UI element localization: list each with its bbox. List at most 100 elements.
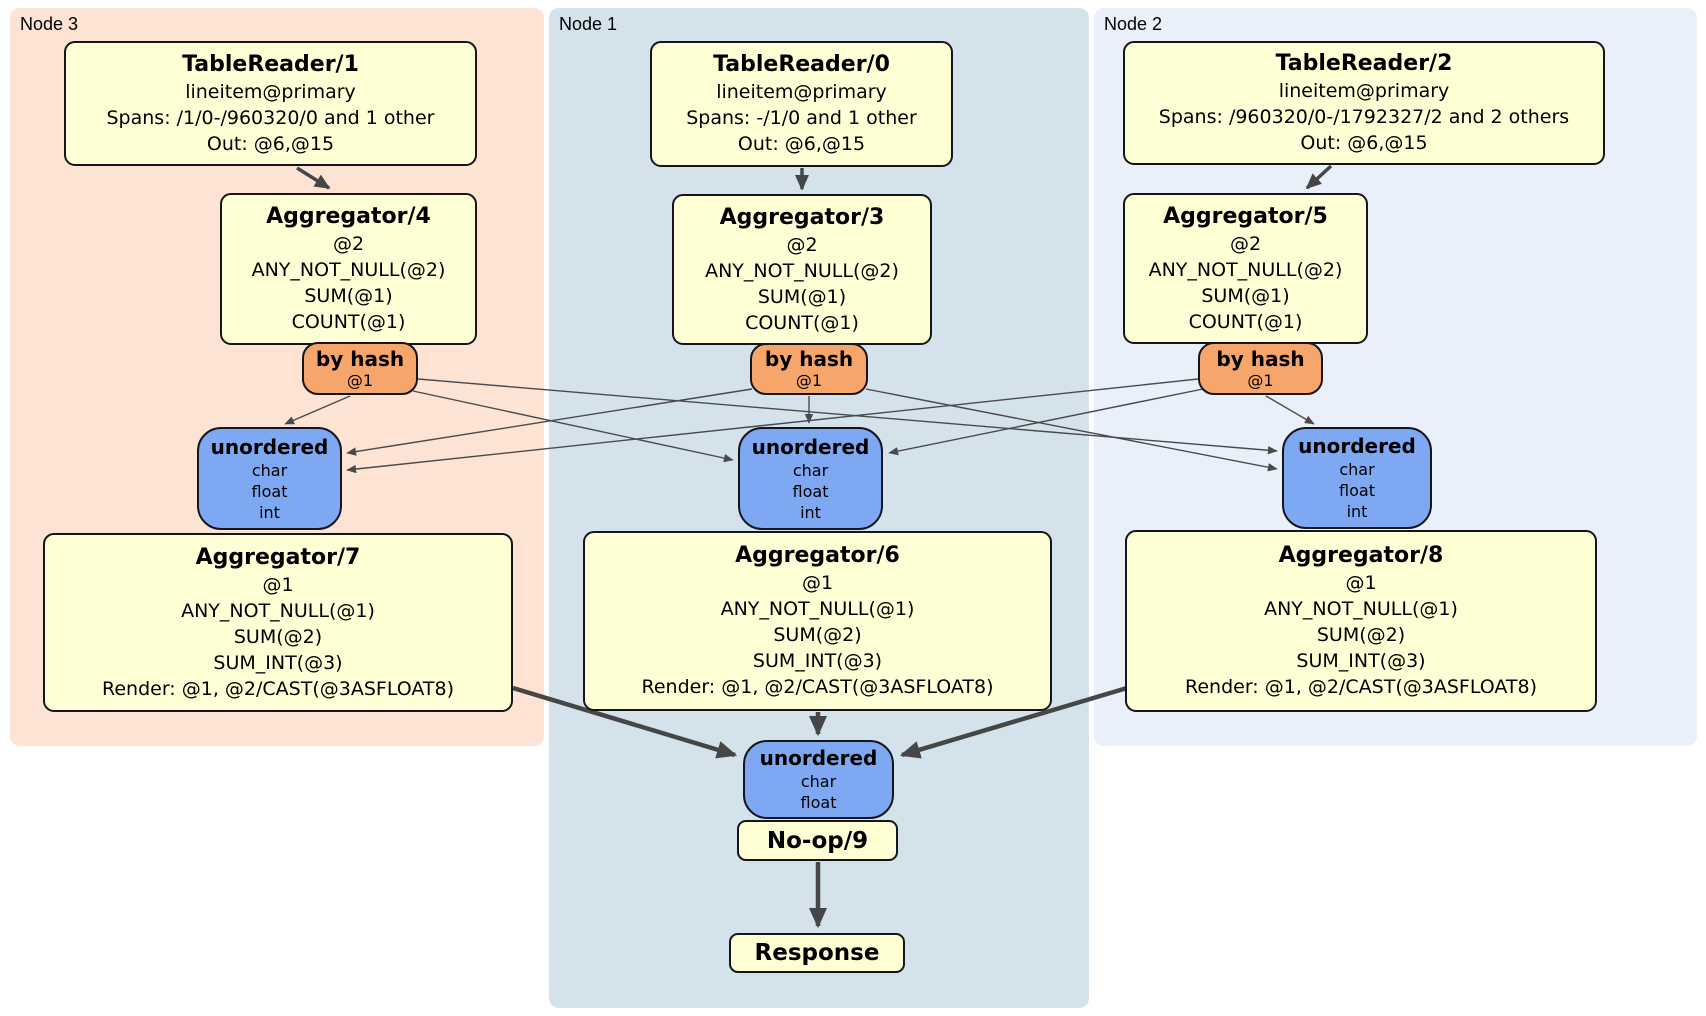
processor-detail: @2 bbox=[1229, 232, 1262, 255]
edge-byhash3-unordered1 bbox=[412, 390, 734, 463]
processor-title: Aggregator/8 bbox=[1278, 543, 1444, 568]
processor-detail: SUM(@2) bbox=[773, 624, 862, 646]
sync-detail: int bbox=[800, 502, 821, 522]
processor-detail: @1 bbox=[801, 572, 834, 594]
processor-noop-9: No-op/9 bbox=[737, 820, 898, 861]
processor-aggregator-8: Aggregator/8 @1 ANY_NOT_NULL(@1) SUM(@2)… bbox=[1125, 530, 1597, 712]
processor-title: TableReader/0 bbox=[713, 52, 890, 77]
processor-aggregator-6: Aggregator/6 @1 ANY_NOT_NULL(@1) SUM(@2)… bbox=[583, 531, 1052, 711]
processor-tablereader-1: TableReader/1 lineitem@primary Spans: /1… bbox=[64, 41, 477, 166]
sync-unordered-final: unordered char float bbox=[743, 740, 894, 819]
router-title: by hash bbox=[1216, 346, 1305, 371]
edge-tr2-agg5 bbox=[1305, 164, 1333, 190]
processor-title: TableReader/1 bbox=[182, 51, 359, 77]
edge-byhash3-unordered3 bbox=[284, 395, 351, 425]
router-title: by hash bbox=[764, 347, 854, 371]
processor-detail: ANY_NOT_NULL(@1) bbox=[1264, 598, 1458, 620]
processor-detail: @1 bbox=[262, 573, 294, 596]
edge-agg8-final-sync bbox=[899, 685, 1128, 759]
processor-title: Aggregator/5 bbox=[1163, 203, 1328, 229]
processor-detail: Render: @1, @2/CAST(@3ASFLOAT8) bbox=[1185, 676, 1537, 698]
edge-byhash1-unordered3 bbox=[346, 388, 753, 456]
router-detail: @1 bbox=[795, 371, 823, 390]
router-by-hash-node1: by hash @1 bbox=[750, 343, 868, 395]
sync-unordered-node2: unordered char float int bbox=[1282, 427, 1432, 529]
processor-detail: lineitem@primary bbox=[1278, 80, 1450, 102]
sync-detail: float bbox=[1339, 481, 1375, 500]
processor-detail: SUM(@2) bbox=[1316, 624, 1406, 646]
sync-title: unordered bbox=[210, 434, 329, 459]
processor-detail: SUM_INT(@3) bbox=[752, 650, 883, 672]
node-region-label: Node 1 bbox=[559, 14, 618, 34]
processor-title: Aggregator/7 bbox=[195, 544, 361, 570]
sync-detail: char bbox=[1339, 460, 1375, 479]
router-title: by hash bbox=[315, 346, 405, 371]
processor-detail: COUNT(@1) bbox=[291, 311, 406, 333]
processor-detail: lineitem@primary bbox=[185, 80, 356, 103]
sync-title: unordered bbox=[1298, 434, 1416, 458]
processor-title: Aggregator/3 bbox=[719, 204, 885, 230]
sync-detail: float bbox=[800, 793, 837, 812]
edge-byhash2-unordered1 bbox=[888, 388, 1204, 456]
processor-detail: ANY_NOT_NULL(@1) bbox=[181, 599, 375, 622]
sync-detail: float bbox=[251, 481, 288, 501]
sync-unordered-node1: unordered char float int bbox=[738, 427, 883, 530]
processor-aggregator-5: Aggregator/5 @2 ANY_NOT_NULL(@2) SUM(@1)… bbox=[1123, 193, 1368, 344]
router-detail: @1 bbox=[1247, 370, 1274, 390]
processor-detail: COUNT(@1) bbox=[1188, 310, 1303, 333]
sync-unordered-node3: unordered char float int bbox=[197, 427, 342, 530]
sync-detail: float bbox=[792, 481, 829, 501]
processor-detail: SUM(@1) bbox=[1201, 284, 1290, 307]
processor-detail: @2 bbox=[786, 233, 818, 256]
processor-detail: SUM_INT(@3) bbox=[213, 651, 343, 674]
node-region-label: Node 3 bbox=[20, 14, 79, 34]
processor-detail: COUNT(@1) bbox=[745, 311, 859, 334]
processor-detail: Spans: /960320/0-/1792327/2 and 2 others bbox=[1158, 106, 1570, 128]
processor-detail: ANY_NOT_NULL(@2) bbox=[705, 259, 899, 282]
processor-aggregator-7: Aggregator/7 @1 ANY_NOT_NULL(@1) SUM(@2)… bbox=[43, 533, 513, 712]
edge-tr1-agg4 bbox=[296, 166, 331, 190]
router-by-hash-node3: by hash @1 bbox=[302, 342, 418, 395]
processor-detail: Spans: -/1/0 and 1 other bbox=[686, 107, 917, 129]
sync-title: unordered bbox=[759, 746, 878, 770]
edge-agg7-final-sync bbox=[512, 685, 738, 759]
processor-detail: @2 bbox=[332, 233, 365, 255]
sync-detail: int bbox=[1346, 502, 1368, 521]
sync-detail: char bbox=[792, 460, 829, 480]
processor-detail: Out: @6,@15 bbox=[737, 133, 866, 155]
sync-detail: char bbox=[251, 460, 288, 480]
edge-byhash3-unordered2 bbox=[417, 378, 1278, 455]
sync-detail: char bbox=[800, 772, 837, 791]
processor-detail: Out: @6,@15 bbox=[1300, 132, 1428, 154]
processor-detail: Render: @1, @2/CAST(@3ASFLOAT8) bbox=[102, 677, 454, 700]
router-detail: @1 bbox=[346, 370, 374, 390]
processor-title: Aggregator/6 bbox=[735, 543, 900, 568]
processor-detail: ANY_NOT_NULL(@2) bbox=[251, 259, 446, 281]
processor-title: No-op/9 bbox=[766, 827, 869, 854]
response-node: Response bbox=[729, 933, 905, 973]
processor-detail: Out: @6,@15 bbox=[206, 132, 335, 155]
node-region-label: Node 2 bbox=[1104, 14, 1163, 34]
edge-byhash1-unordered2 bbox=[865, 388, 1278, 472]
response-title: Response bbox=[754, 940, 880, 966]
processor-detail: ANY_NOT_NULL(@2) bbox=[1148, 258, 1343, 281]
edge-byhash2-unordered2 bbox=[1265, 395, 1315, 425]
processor-detail: lineitem@primary bbox=[716, 81, 887, 103]
processor-detail: @1 bbox=[1345, 572, 1377, 594]
processor-aggregator-3: Aggregator/3 @2 ANY_NOT_NULL(@2) SUM(@1)… bbox=[672, 194, 932, 345]
processor-detail: SUM_INT(@3) bbox=[1296, 650, 1426, 672]
router-by-hash-node2: by hash @1 bbox=[1198, 342, 1323, 395]
processor-tablereader-0: TableReader/0 lineitem@primary Spans: -/… bbox=[650, 41, 953, 167]
processor-detail: SUM(@1) bbox=[757, 285, 847, 308]
processor-detail: Render: @1, @2/CAST(@3ASFLOAT8) bbox=[641, 676, 994, 698]
processor-detail: SUM(@2) bbox=[233, 625, 323, 648]
sync-title: unordered bbox=[751, 434, 870, 459]
processor-detail: Spans: /1/0-/960320/0 and 1 other bbox=[106, 106, 435, 129]
processor-title: Aggregator/4 bbox=[266, 204, 431, 229]
processor-title: TableReader/2 bbox=[1275, 51, 1453, 76]
processor-tablereader-2: TableReader/2 lineitem@primary Spans: /9… bbox=[1123, 41, 1605, 165]
processor-detail: ANY_NOT_NULL(@1) bbox=[720, 598, 915, 620]
processor-aggregator-4: Aggregator/4 @2 ANY_NOT_NULL(@2) SUM(@1)… bbox=[220, 193, 477, 345]
